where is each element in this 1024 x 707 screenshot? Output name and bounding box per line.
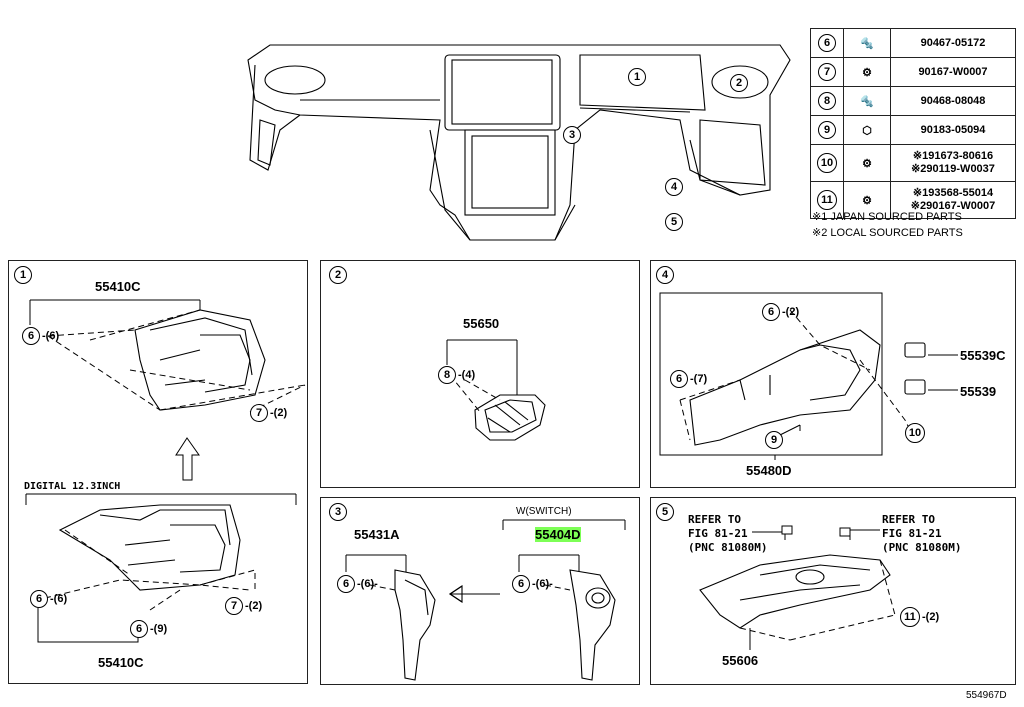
ref-circle-7[interactable]: 7 (250, 404, 268, 422)
qty-label: -(2) (245, 600, 263, 612)
cluster-cover-upper-drawing (134, 309, 266, 411)
part-label-55404d[interactable]: 55404D (535, 527, 581, 542)
clip-icon: 🔩 (860, 37, 874, 50)
table-row[interactable]: 10 ⚙ ※191673-80616※290119-W0037 (810, 144, 1016, 182)
ref-circle-6[interactable]: 6 (22, 327, 40, 345)
qty-label: -(4) (458, 369, 476, 381)
panel-1 (8, 260, 308, 684)
dashboard-outline (247, 44, 791, 241)
panel-3-number: 3 (329, 503, 347, 521)
part-number[interactable]: ※191673-80616 (912, 150, 994, 162)
ref-circle-6[interactable]: 6 (30, 590, 48, 608)
qty-label: -(6)- (357, 578, 378, 590)
air-vent-drawing (474, 394, 546, 441)
clip-icon: 🔩 (860, 95, 874, 108)
ref-circle-8[interactable]: 8 (438, 366, 456, 384)
part-number-alt[interactable]: ※290167-W0007 (910, 200, 996, 212)
variant-label: W(SWITCH) (516, 506, 572, 517)
variant-label: DIGITAL 12.3INCH (24, 481, 121, 492)
table-row[interactable]: 6 🔩 90467-05172 (810, 28, 1016, 58)
ref-circle: 8 (818, 92, 836, 110)
panel-2 (320, 260, 640, 488)
qty-label: -(2) (922, 611, 940, 623)
part-label-55539[interactable]: 55539 (960, 384, 997, 399)
ref-circle-10[interactable]: 10 (905, 423, 925, 443)
screw-icon: ⚙ (862, 194, 872, 207)
qty-label: -(7) (690, 373, 708, 385)
ref-circle-9[interactable]: 9 (765, 431, 783, 449)
parts-table: 6 🔩 90467-05172 7 ⚙ 90167-W0007 8 🔩 9046… (810, 28, 1016, 219)
table-row[interactable]: 11 ⚙ ※193568-55014※290167-W0007 (810, 181, 1016, 219)
part-number-alt[interactable]: ※290119-W0037 (911, 163, 995, 175)
panel-3 (320, 497, 640, 685)
ref-circle: 7 (818, 63, 836, 81)
panel-5-number: 5 (656, 503, 674, 521)
panel-5 (650, 497, 1016, 685)
ref-circle: 6 (818, 34, 836, 52)
panel-1-number: 1 (14, 266, 32, 284)
nut-clip-icon: ⬡ (862, 124, 872, 137)
qty-label: -(9) (150, 623, 168, 635)
part-number[interactable]: 90183-05094 (890, 115, 1016, 145)
qty-label: -(6) (42, 330, 60, 342)
trim-right-drawing (569, 569, 616, 681)
figure-code: 554967D (966, 690, 1007, 701)
ref-circle: 11 (817, 190, 837, 210)
panel-4-number: 4 (656, 266, 674, 284)
callout-5[interactable]: 5 (665, 213, 683, 231)
ref-circle-11[interactable]: 11 (900, 607, 920, 627)
under-cover-drawing (699, 554, 891, 629)
qty-label: -(6)- (532, 578, 553, 590)
callout-3[interactable]: 3 (563, 126, 581, 144)
part-number[interactable]: ※193568-55014 (912, 187, 994, 199)
note-local: ※2 LOCAL SOURCED PARTS (812, 227, 963, 239)
table-row[interactable]: 8 🔩 90468-08048 (810, 86, 1016, 116)
ref-circle: 10 (817, 153, 837, 173)
refer-to-right[interactable]: REFER TO (882, 513, 935, 526)
part-number[interactable]: 90468-08048 (890, 86, 1016, 116)
panel-2-number: 2 (329, 266, 347, 284)
lower-panel-drawing (689, 329, 881, 446)
part-number[interactable]: 90467-05172 (890, 28, 1016, 58)
part-label-55480d[interactable]: 55480D (746, 463, 792, 478)
part-label-55539c[interactable]: 55539C (960, 348, 1006, 363)
part-label-55431a[interactable]: 55431A (354, 527, 400, 542)
panel-4 (650, 260, 1016, 488)
ref-circle-6[interactable]: 6 (762, 303, 780, 321)
refer-pnc-left[interactable]: (PNC 81080M) (688, 541, 768, 554)
ref-circle-6[interactable]: 6 (130, 620, 148, 638)
table-row[interactable]: 9 ⬡ 90183-05094 (810, 115, 1016, 145)
refer-pnc-right[interactable]: (PNC 81080M) (882, 541, 962, 554)
ref-circle-6[interactable]: 6 (337, 575, 355, 593)
ref-circle-6[interactable]: 6 (670, 370, 688, 388)
qty-label: -(2) (782, 306, 800, 318)
qty-label: -(2) (270, 407, 288, 419)
callout-1[interactable]: 1 (628, 68, 646, 86)
refer-fig-left[interactable]: FIG 81-21 (688, 527, 748, 540)
part-label-55650[interactable]: 55650 (463, 316, 500, 331)
callout-4[interactable]: 4 (665, 178, 683, 196)
ref-circle: 9 (818, 121, 836, 139)
ref-circle-7[interactable]: 7 (225, 597, 243, 615)
screw-icon: ⚙ (862, 66, 872, 79)
screw-icon: ⚙ (862, 157, 872, 170)
part-label-55410c-bottom[interactable]: 55410C (98, 655, 144, 670)
callout-2[interactable]: 2 (730, 74, 748, 92)
ref-circle-6[interactable]: 6 (512, 575, 530, 593)
table-row[interactable]: 7 ⚙ 90167-W0007 (810, 57, 1016, 87)
part-label-55410c-top[interactable]: 55410C (95, 279, 141, 294)
trim-left-drawing (394, 569, 436, 681)
part-number[interactable]: 90167-W0007 (890, 57, 1016, 87)
cluster-cover-lower-drawing (58, 504, 241, 591)
qty-label: -(6) (50, 593, 68, 605)
part-label-55606[interactable]: 55606 (722, 653, 759, 668)
refer-fig-right[interactable]: FIG 81-21 (882, 527, 942, 540)
note-japan: ※1 JAPAN SOURCED PARTS (812, 211, 962, 223)
refer-to-left[interactable]: REFER TO (688, 513, 741, 526)
